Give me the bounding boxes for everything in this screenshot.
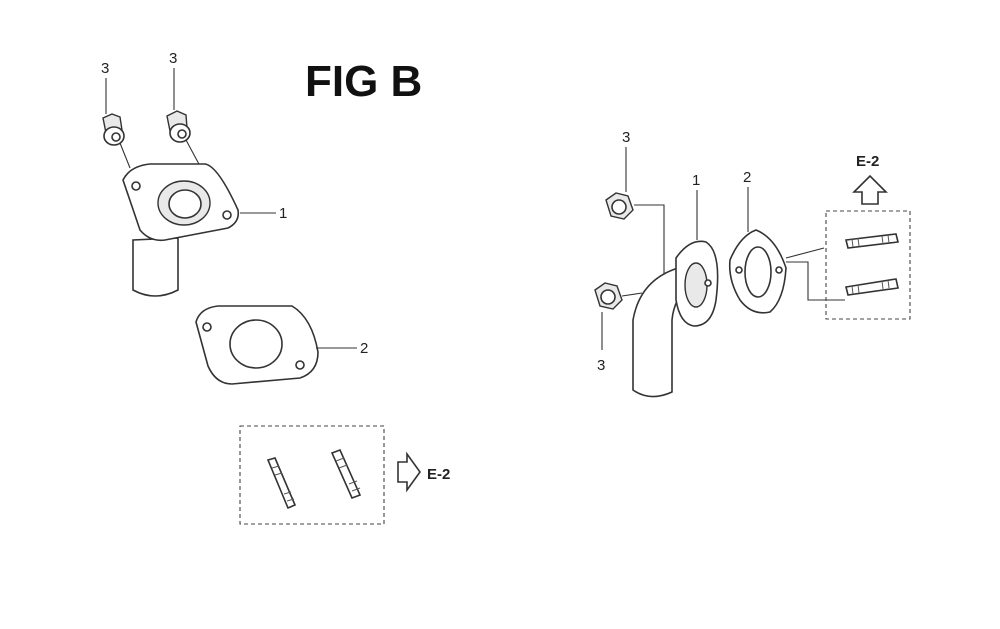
right-stud-top — [845, 233, 899, 249]
right-callout-bolt-bottom: 3 — [597, 357, 605, 374]
right-bolt-top — [605, 192, 634, 220]
left-bolt-a — [102, 113, 125, 146]
left-reference-arrow-icon — [397, 451, 421, 493]
left-stud-b — [330, 448, 362, 500]
left-reference-label: E-2 — [427, 466, 450, 483]
left-view: 3 3 1 2 — [101, 50, 450, 525]
right-callout-joint: 1 — [692, 172, 700, 189]
left-callout-bolt-b: 3 — [169, 50, 177, 67]
right-gasket — [728, 229, 787, 314]
right-callout-gasket: 2 — [743, 169, 751, 186]
left-callout-gasket: 2 — [360, 340, 368, 357]
left-callout-joint: 1 — [279, 205, 287, 222]
left-callout-bolt-a: 3 — [101, 60, 109, 77]
right-reference-label: E-2 — [856, 153, 879, 170]
right-stud-bottom — [845, 278, 899, 296]
left-stud-a — [266, 457, 297, 510]
left-gasket — [195, 305, 319, 385]
left-stud-box — [239, 425, 385, 525]
left-water-joint — [122, 163, 240, 297]
right-reference-arrow-icon — [852, 174, 888, 205]
right-bolt-bottom — [594, 282, 623, 310]
right-callout-bolt-top: 3 — [622, 129, 630, 146]
right-water-joint — [632, 240, 719, 398]
right-view: 3 3 1 2 — [594, 129, 911, 398]
figure-title: FIG B — [305, 57, 422, 106]
right-stud-box — [825, 210, 911, 320]
left-bolt-b — [166, 110, 191, 143]
